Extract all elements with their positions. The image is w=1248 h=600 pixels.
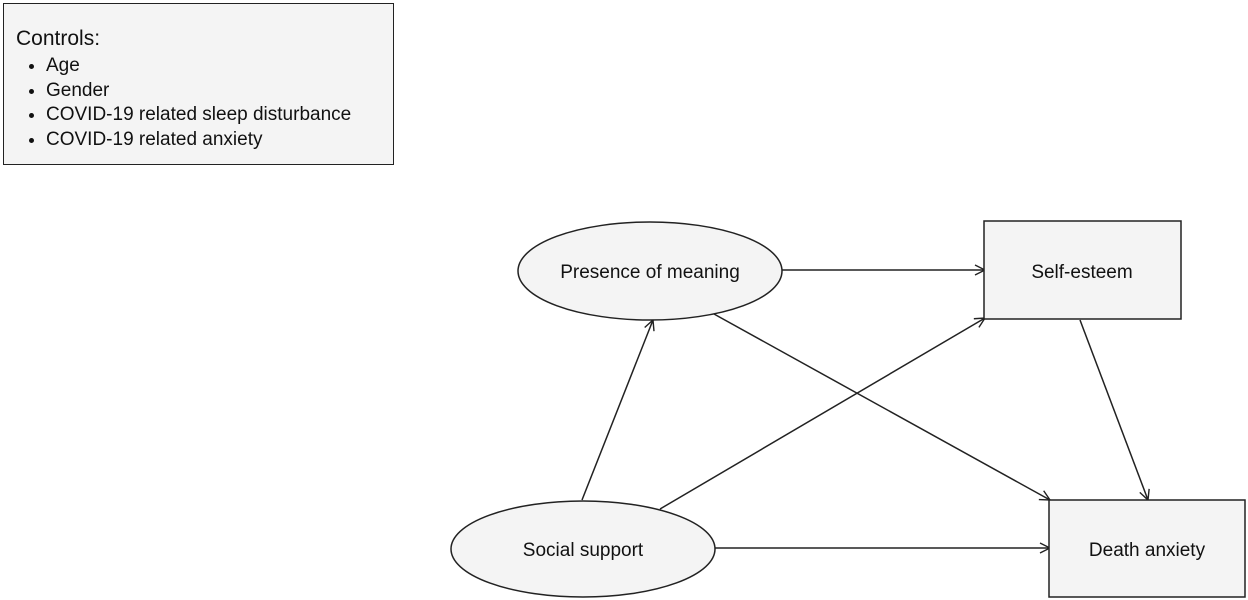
node-presence-of-meaning-shape: [517, 221, 783, 321]
node-social-support-label: Social support: [523, 540, 644, 561]
node-self-esteem-shape: [983, 220, 1182, 320]
edge-social-to-meaning: [581, 320, 653, 501]
node-presence-of-meaning: Presence of meaning: [517, 221, 783, 321]
control-item-covid-anxiety: COVID-19 related anxiety: [29, 128, 393, 153]
node-social-support-shape: [450, 500, 716, 598]
node-self-esteem: Self-esteem: [983, 220, 1182, 320]
node-death-anxiety-label: Death anxiety: [1089, 540, 1206, 561]
controls-box: Controls: Age Gender COVID-19 related sl…: [3, 3, 394, 165]
node-social-support: Social support: [450, 500, 716, 598]
control-item-gender: Gender: [29, 79, 393, 104]
control-item-age: Age: [29, 54, 393, 79]
control-item-sleep-disturbance: COVID-19 related sleep disturbance: [29, 103, 393, 128]
node-self-esteem-label: Self-esteem: [1031, 262, 1132, 283]
edge-meaning-to-deathanxiety: [713, 313, 1050, 500]
edge-selfesteem-to-deathanxiety: [1079, 319, 1148, 500]
edge-social-to-selfesteem: [659, 318, 985, 510]
node-death-anxiety: Death anxiety: [1048, 499, 1246, 598]
node-death-anxiety-shape: [1048, 499, 1246, 598]
controls-list: Age Gender COVID-19 related sleep distur…: [16, 54, 393, 152]
edges: [581, 270, 1148, 548]
controls-title: Controls:: [16, 27, 101, 50]
node-presence-of-meaning-label: Presence of meaning: [560, 262, 740, 283]
